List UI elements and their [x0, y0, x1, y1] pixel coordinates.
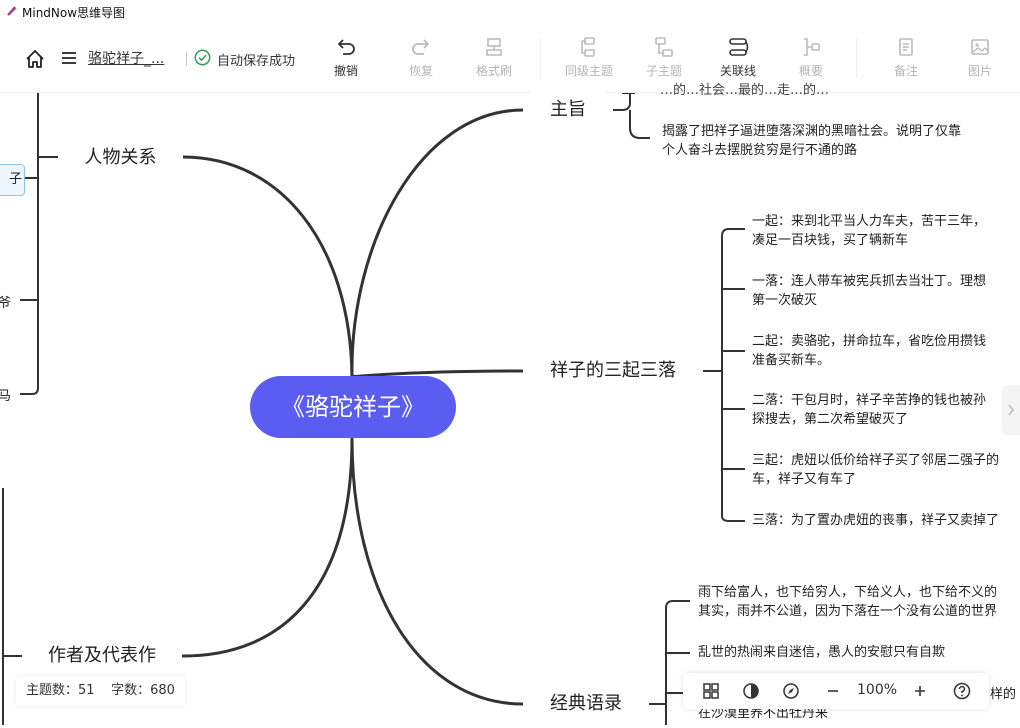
undo-button[interactable]: 撤销	[316, 36, 376, 86]
rise-fall-item[interactable]: 二落：干包月时，祥子辛苦挣的钱也被孙 探搜去，第二次希望破灭了	[752, 391, 986, 429]
people-item-selected[interactable]: 子	[0, 164, 25, 196]
note-icon	[899, 38, 913, 56]
format-brush-button[interactable]: 格式刷	[464, 36, 524, 86]
sibling-topic-button[interactable]: 同级主题	[559, 36, 619, 86]
summary-button[interactable]: 概要	[781, 36, 841, 86]
undo-icon	[337, 39, 355, 55]
zoom-toolbar: 100%	[683, 673, 989, 709]
status-bar: 主题数：51 字数：680	[16, 676, 185, 706]
root-topic[interactable]: 《骆驼祥子》	[250, 376, 456, 438]
toolbar: 骆驼祥子_... 自动保存成功 撤销 恢复 格式刷 同级主题 子主题 关联线 概…	[0, 24, 1020, 93]
rise-fall-item[interactable]: 一起：来到北平当人力车夫，苦干三年， 凑足一百块钱，买了辆新车	[752, 212, 986, 250]
zoom-out-icon[interactable]	[823, 681, 843, 701]
note-button[interactable]: 备注	[876, 36, 936, 86]
rise-fall-item-line: 一起：来到北平当人力车夫，苦干三年，	[752, 214, 987, 229]
rise-fall-item-line: 三落：为了置办虎妞的丧事，祥子又卖掉了	[752, 513, 1000, 528]
sibling-topic-icon	[581, 37, 595, 57]
side-panel-handle[interactable]	[1002, 385, 1020, 435]
topic-count: 51	[78, 683, 95, 698]
quote-item-line: 其实，雨并不公道，因为下落在一个没有公道的世界	[698, 604, 998, 619]
relation-line-icon	[729, 38, 749, 56]
home-icon[interactable]	[24, 48, 46, 70]
locate-icon[interactable]	[781, 681, 801, 701]
chevron-right-icon	[1008, 404, 1014, 416]
quote-item-partial[interactable]: 样的	[990, 687, 1017, 702]
brush-icon	[486, 38, 502, 56]
save-status: 自动保存成功	[217, 54, 296, 69]
help-icon[interactable]	[952, 681, 972, 701]
theme-item-reveal[interactable]: 揭露了把祥子逼进堕落深渊的黑暗社会。说明了仅靠 个人奋斗去摆脱贫穷是行不通的路	[662, 122, 961, 160]
child-topic-button[interactable]: 子主题	[634, 36, 694, 86]
theme-icon[interactable]	[741, 681, 761, 701]
quote-item-line: 雨下给富人，也下给穷人，下给义人，也下给不义的	[698, 585, 998, 600]
redo-button[interactable]: 恢复	[391, 36, 451, 86]
summary-icon	[804, 38, 820, 56]
rise-fall-item[interactable]: 一落：连人带车被宪兵抓去当壮丁。理想 第一次破灭	[752, 272, 986, 310]
menu-icon[interactable]	[60, 49, 78, 67]
theme-item-partial[interactable]: …的…社会…最的…走…的…	[660, 83, 830, 98]
topic-people[interactable]: 人物关系	[58, 133, 183, 183]
redo-icon	[412, 39, 430, 55]
rise-fall-item[interactable]: 二起：卖骆驼，拼命拉车，省吃俭用攒钱 准备买新车。	[752, 332, 986, 370]
mindmap-canvas[interactable]: 《骆驼祥子》 主旨 人物关系 祥子的三起三落 作者及代表作 经典语录 …的…社会…	[0, 83, 1020, 728]
app-logo-icon	[7, 6, 17, 16]
word-count-label: 字数：	[111, 683, 151, 698]
app-title: MindNow思维导图	[22, 6, 126, 20]
rise-fall-item-line: 准备买新车。	[752, 353, 831, 368]
people-item-partial[interactable]: 爷	[0, 296, 12, 311]
theme-item-line: 个人奋斗去摆脱贫穷是行不通的路	[662, 143, 858, 158]
people-item-partial[interactable]: 马	[0, 389, 12, 404]
toolbar-divider	[540, 38, 541, 78]
topic-count-label: 主题数：	[26, 683, 79, 698]
rise-fall-item-line: 一落：连人带车被宪兵抓去当壮丁。理想	[752, 274, 987, 289]
title-bar: MindNow思维导图	[0, 0, 1020, 24]
rise-fall-item-line: 探搜去，第二次希望破灭了	[752, 412, 909, 427]
document-title[interactable]: 骆驼祥子_...	[88, 51, 165, 67]
topic-rise-fall[interactable]: 祥子的三起三落	[523, 347, 703, 395]
topic-quotes[interactable]: 经典语录	[523, 680, 649, 728]
connector-lines	[2, 93, 745, 725]
rise-fall-item-line: 凑足一百块钱，买了辆新车	[752, 233, 909, 248]
child-topic-icon	[655, 37, 673, 57]
image-icon	[971, 39, 989, 55]
toolbar-divider	[856, 38, 857, 78]
rise-fall-item-line: 二落：干包月时，祥子辛苦挣的钱也被孙	[752, 393, 987, 408]
divider	[186, 52, 187, 66]
rise-fall-item[interactable]: 三起：虎妞以低价给祥子买了邻居二强子的 车，祥子又有车了	[752, 451, 999, 489]
rise-fall-item-line: 三起：虎妞以低价给祥子买了邻居二强子的	[752, 453, 1000, 468]
zoom-level: 100%	[857, 682, 898, 698]
rise-fall-item-line: 二起：卖骆驼，拼命拉车，省吃俭用攒钱	[752, 334, 987, 349]
word-count: 680	[150, 683, 175, 698]
theme-item-line: 揭露了把祥子逼进堕落深渊的黑暗社会。说明了仅靠	[662, 124, 962, 139]
rise-fall-item-line: 第一次破灭	[752, 293, 818, 308]
zoom-in-icon[interactable]	[910, 681, 930, 701]
rise-fall-item-line: 车，祥子又有车了	[752, 472, 857, 487]
topic-theme[interactable]: 主旨	[523, 86, 613, 134]
relation-line-button[interactable]: 关联线	[708, 36, 768, 86]
grid-view-icon[interactable]	[701, 681, 721, 701]
rise-fall-item[interactable]: 三落：为了置办虎妞的丧事，祥子又卖掉了	[752, 511, 999, 530]
image-button[interactable]: 图片	[950, 36, 1010, 86]
quote-item[interactable]: 雨下给富人，也下给穷人，下给义人，也下给不义的 其实，雨并不公道，因为下落在一个…	[698, 583, 997, 621]
check-circle-icon	[194, 49, 211, 66]
quote-item[interactable]: 乱世的热闹来自迷信，愚人的安慰只有自欺	[698, 645, 946, 660]
topic-author[interactable]: 作者及代表作	[22, 631, 182, 681]
quote-item-partial[interactable]: 在沙漠里养不出牡丹来	[698, 706, 829, 721]
